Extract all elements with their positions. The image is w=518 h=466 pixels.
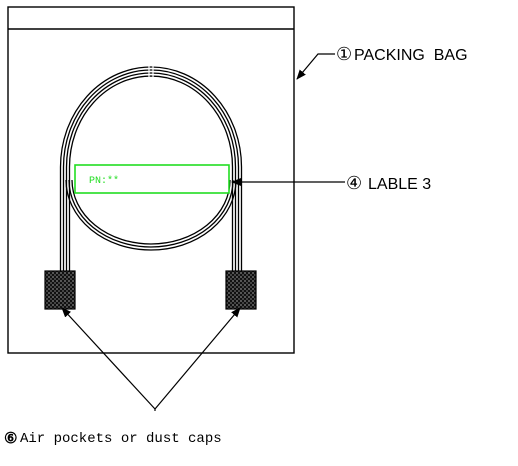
label-number: ④ bbox=[346, 173, 362, 193]
packing-bag-callout: PACKING BAG bbox=[354, 47, 468, 64]
packing-bag-leader bbox=[296, 53, 335, 80]
dust-cap-left bbox=[44, 270, 76, 310]
label-callout: LABLE 3 bbox=[368, 176, 431, 193]
label-tag-text: PN:** bbox=[89, 175, 119, 187]
caps-number: ⑥ bbox=[4, 430, 17, 447]
caps-leader bbox=[61, 307, 241, 411]
packing-bag-number: ① bbox=[336, 44, 352, 64]
caps-callout: Air pockets or dust caps bbox=[20, 431, 222, 447]
label-tag: PN:** bbox=[74, 164, 230, 194]
dust-cap-right bbox=[225, 270, 257, 310]
coiled-cable bbox=[59, 66, 243, 275]
packing-bag bbox=[7, 6, 295, 354]
